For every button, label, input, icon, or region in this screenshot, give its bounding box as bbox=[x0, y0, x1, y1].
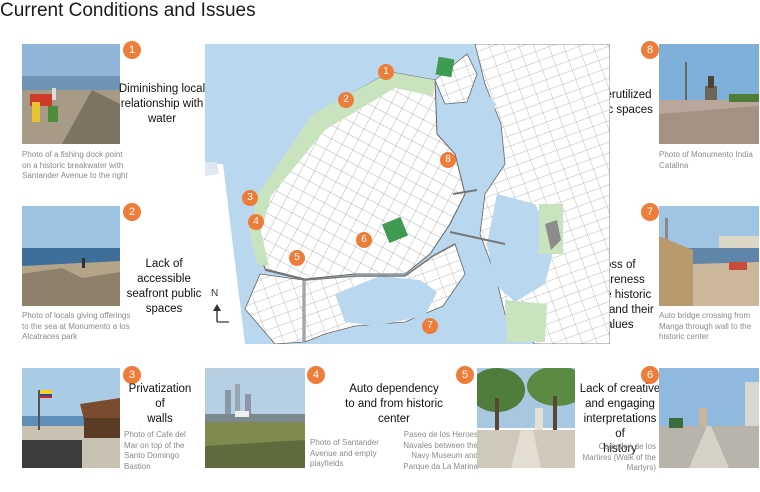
issue-badge-5: 5 bbox=[456, 366, 474, 384]
issue-caption-1: Photo of a fishing dock point on a histo… bbox=[22, 150, 128, 180]
map-marker-7: 7 bbox=[422, 318, 438, 334]
coastal-park bbox=[249, 72, 435, 266]
issue-badge-3: 3 bbox=[123, 366, 141, 384]
issue-heading-5: Auto dependency to and from historic cen… bbox=[345, 383, 443, 425]
issue-badge-1: 1 bbox=[123, 41, 141, 59]
photo-fishing-dock bbox=[22, 44, 120, 144]
park-block-north bbox=[435, 56, 455, 78]
map-marker-6: 6 bbox=[356, 232, 372, 248]
map-marker-8: 8 bbox=[440, 152, 456, 168]
site-map: N 1 2 3 4 5 6 7 8 bbox=[205, 44, 610, 344]
map-marker-4: 4 bbox=[248, 214, 264, 230]
issue-caption-6: Camellon de los Martires (Walk of the Ma… bbox=[582, 442, 657, 472]
issue-badge-7: 7 bbox=[641, 203, 659, 221]
park-block-center bbox=[381, 216, 409, 244]
issue-caption-7: Auto bridge crossing from Manga through … bbox=[659, 311, 752, 341]
map-marker-2: 2 bbox=[338, 92, 354, 108]
map-marker-1: 1 bbox=[378, 64, 394, 80]
photo-camellon-martires bbox=[659, 368, 759, 468]
issue-heading-3: Privatization of walls bbox=[128, 383, 192, 425]
photo-monumento-india-catalina bbox=[659, 44, 759, 144]
issue-caption-3: Photo of Cafe del Mar on top of the Sant… bbox=[124, 430, 186, 471]
map-marker-5: 5 bbox=[289, 250, 305, 266]
issue-badge-4: 4 bbox=[307, 366, 325, 384]
issue-caption-2: Photo of locals giving offerings to the … bbox=[22, 311, 131, 341]
issue-badge-2: 2 bbox=[123, 203, 141, 221]
photo-cafe-del-mar bbox=[22, 368, 120, 468]
north-arrow-icon bbox=[213, 304, 229, 323]
north-label: N bbox=[211, 288, 219, 299]
issue-heading-1: Diminishing local relationship with wate… bbox=[118, 83, 206, 125]
issue-badge-6: 6 bbox=[641, 366, 659, 384]
issue-heading-2: Lack of accessible seafront public space… bbox=[126, 258, 202, 315]
photo-santander-avenue bbox=[205, 368, 305, 468]
photo-seafront-offerings bbox=[22, 206, 120, 306]
issue-caption-5: Paseo de los Heroes Navales between the … bbox=[403, 430, 478, 471]
photo-paseo-heroes-navales bbox=[477, 368, 575, 468]
photo-auto-bridge bbox=[659, 206, 759, 306]
page-title: Current Conditions and Issues bbox=[0, 0, 256, 21]
issue-caption-8: Photo of Monumento India Catalina bbox=[659, 150, 753, 170]
issue-caption-4: Photo of Santander Avenue and empty play… bbox=[310, 438, 379, 468]
issue-heading-6: Lack of creative and engaging interpreta… bbox=[579, 383, 661, 455]
issue-badge-8: 8 bbox=[641, 41, 659, 59]
map-marker-3: 3 bbox=[242, 190, 258, 206]
